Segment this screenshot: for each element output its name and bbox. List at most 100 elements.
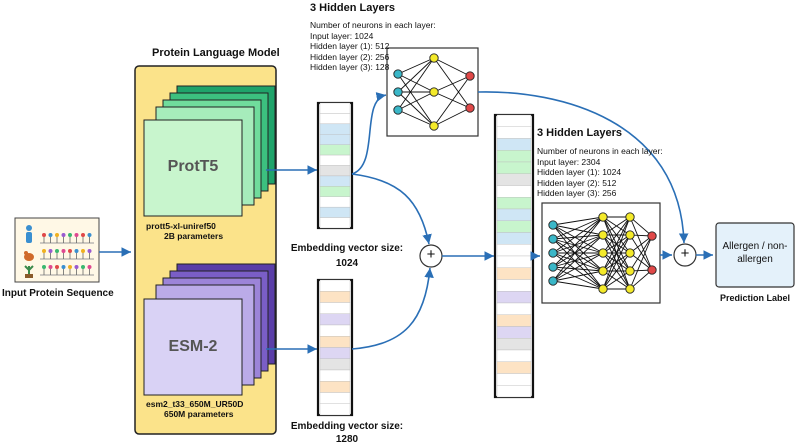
nn-node — [598, 266, 608, 276]
embedding-vector-top — [316, 101, 354, 230]
vector-cell — [319, 186, 351, 197]
vector-cell — [319, 217, 351, 229]
esm-model-name: esm2_t33_650M_UR50D — [146, 399, 244, 409]
sum-plus-symbol: + — [680, 245, 690, 262]
nn-edge — [629, 235, 653, 290]
nn-edge — [552, 234, 604, 240]
vector-cell — [496, 126, 532, 139]
top-mlp-line: Hidden layer (3): 128 — [310, 62, 390, 72]
nn-edge — [552, 266, 604, 272]
vector-cell — [319, 392, 351, 404]
mlp2-network — [548, 212, 657, 294]
sequence-pin-head — [87, 233, 92, 237]
prott5-model-name: prott5-xl-uniref50 — [146, 221, 216, 231]
nn-node — [647, 231, 657, 241]
sequence-pin-head — [48, 249, 53, 253]
vector-cell — [319, 358, 351, 371]
nn-edge — [397, 57, 435, 93]
nn-node — [625, 284, 635, 294]
vector-cell — [319, 403, 351, 416]
nn-edge — [602, 216, 631, 272]
vector-cell — [496, 244, 532, 257]
esm-params: 650M parameters — [164, 409, 234, 419]
embedding-bottom-to-concat-arrow — [351, 267, 434, 350]
nn-edge — [552, 224, 604, 254]
dog-icon — [24, 251, 34, 261]
embedding-vector-bottom — [316, 278, 354, 417]
nn-edge — [397, 109, 435, 127]
sequence-pin-head — [74, 249, 79, 253]
nn-edge — [602, 270, 631, 290]
nn-edge — [397, 73, 435, 127]
prott5-label: ProtT5 — [167, 158, 219, 175]
nn-edge — [397, 91, 435, 111]
vector-cell — [319, 291, 351, 303]
concatenated-vector — [493, 113, 535, 399]
nn-edge — [552, 216, 604, 254]
embedding-bottom-label: Embedding vector size: — [290, 421, 404, 432]
vector-cell — [319, 302, 351, 314]
mlp1-network — [393, 53, 475, 131]
nn-node — [625, 230, 635, 240]
sequence-pin-head — [87, 249, 92, 253]
nn-node — [465, 71, 475, 81]
nn-edge — [552, 234, 604, 254]
vector-cell — [319, 113, 351, 125]
vector-cell — [496, 361, 532, 374]
embedding-top-to-concat-arrow — [351, 173, 432, 245]
nn-node — [548, 276, 558, 286]
vector-cell — [319, 102, 351, 114]
embedding-top-label: Embedding vector size: — [290, 243, 404, 254]
sequence-pins — [42, 233, 92, 275]
vector-cell — [496, 326, 532, 339]
vector-cell — [496, 302, 532, 315]
top-mlp-line: Hidden layer (1): 512 — [310, 41, 390, 51]
nn-node — [548, 234, 558, 244]
nn-edge — [397, 57, 435, 111]
embedding-to-mlp1-arrow — [351, 92, 387, 175]
nn-node — [393, 105, 403, 115]
vector-cell — [319, 336, 351, 348]
sequence-pin-head — [68, 265, 72, 269]
sequence-pin-head — [42, 249, 46, 253]
nn-edge — [602, 252, 631, 290]
vector-cell — [319, 313, 351, 326]
nn-node — [429, 87, 439, 97]
sequence-pin-head — [48, 265, 53, 269]
output-box — [715, 222, 795, 288]
nn-edge — [397, 73, 435, 93]
vector-cell — [496, 114, 532, 127]
sequence-pin-head — [55, 265, 59, 269]
vector-cell — [496, 150, 532, 163]
nn-node — [548, 220, 558, 230]
input-label: Input Protein Sequence — [2, 288, 114, 299]
sequence-pin-head — [81, 249, 85, 253]
top-mlp-caption: Number of neurons in each layer: — [310, 20, 436, 30]
vector-cell — [496, 338, 532, 351]
nn-node — [393, 87, 403, 97]
nn-node — [548, 248, 558, 258]
nn-edge — [433, 57, 471, 109]
sequence-pin-head — [81, 233, 85, 237]
top-mlp-line: Input layer: 1024 — [310, 30, 374, 41]
nn-node — [548, 262, 558, 272]
nn-edge — [552, 216, 604, 240]
nn-node — [429, 53, 439, 63]
sequence-pin-head — [61, 233, 66, 237]
nn-edge — [552, 252, 604, 272]
sequence-pin-head — [87, 265, 92, 269]
nn-edge — [629, 269, 653, 290]
concat-plus-symbol: + — [426, 246, 436, 263]
sequence-pin-head — [42, 233, 46, 237]
nn-edge — [552, 216, 604, 226]
nn-edge — [552, 216, 604, 268]
nn-edge — [552, 270, 604, 282]
vector-cell — [496, 138, 532, 151]
vector-cell — [496, 267, 532, 280]
output-label: Allergen / non-allergen — [722, 241, 788, 265]
vector-cell — [496, 197, 532, 210]
nn-edge — [433, 107, 471, 127]
nn-edge — [629, 235, 653, 272]
sequence-pin-head — [74, 233, 79, 237]
mlp1-to-sum-arrow — [477, 91, 689, 244]
